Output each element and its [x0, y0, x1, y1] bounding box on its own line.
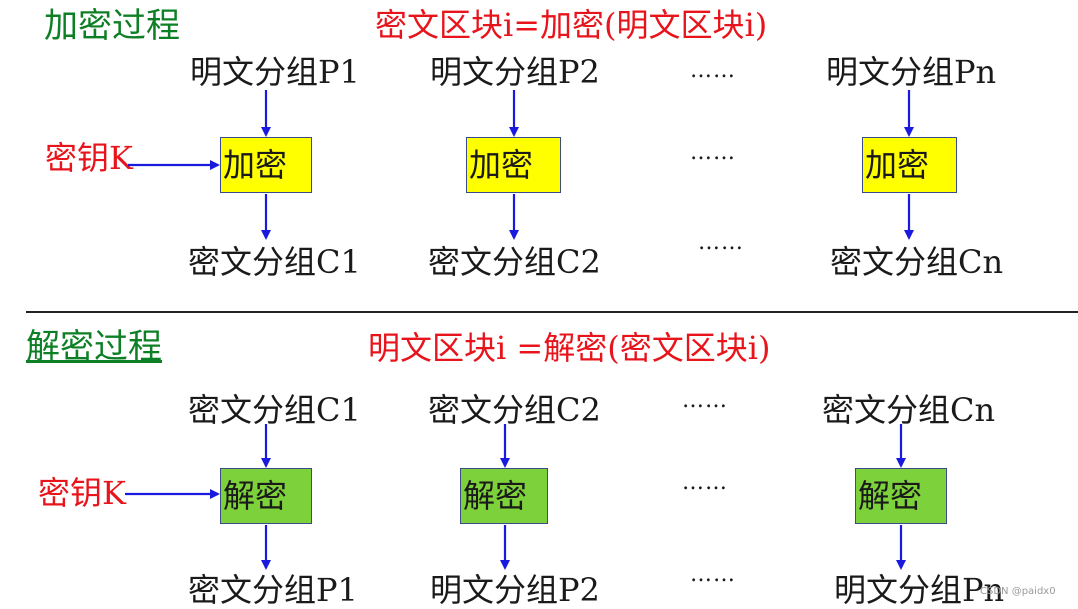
encrypt-box-2: 加密	[466, 137, 561, 193]
encrypt-box-n: 加密	[862, 137, 957, 193]
encryption-output-1: 密文分组C1	[188, 243, 361, 281]
decryption-output-n: 明文分组Pn	[834, 571, 1005, 609]
decryption-input-1: 密文分组C1	[188, 391, 361, 429]
encryption-ellipsis-outputs: ……	[698, 230, 744, 255]
encryption-input-n: 明文分组Pn	[826, 53, 997, 91]
decryption-key-label: 密钥K	[38, 474, 126, 512]
decrypt-box-n: 解密	[855, 468, 947, 524]
encryption-title: 加密过程	[44, 6, 180, 46]
decryption-ellipsis-outputs: ……	[690, 562, 736, 587]
decrypt-box-1-label: 解密	[223, 477, 288, 515]
decryption-output-2: 明文分组P2	[430, 571, 600, 609]
decryption-title: 解密过程	[26, 327, 162, 367]
decryption-formula: 明文区块i =解密(密文区块i)	[368, 329, 771, 367]
encrypt-box-2-label: 加密	[469, 146, 534, 184]
decrypt-box-2: 解密	[460, 468, 548, 524]
encryption-input-2: 明文分组P2	[430, 53, 600, 91]
decryption-ellipsis-boxes: ……	[682, 470, 728, 495]
section-divider	[26, 311, 1078, 313]
encrypt-box-1-label: 加密	[223, 146, 288, 184]
encrypt-box-1: 加密	[220, 137, 312, 193]
decrypt-box-1: 解密	[220, 468, 312, 524]
decrypt-box-n-label: 解密	[858, 477, 923, 515]
watermark: CSDN @paidx0	[980, 586, 1056, 597]
encryption-input-1: 明文分组P1	[190, 53, 360, 91]
decrypt-box-2-label: 解密	[463, 477, 528, 515]
encryption-output-2: 密文分组C2	[428, 243, 601, 281]
encryption-formula: 密文区块i=加密(明文区块i)	[375, 6, 768, 44]
encryption-output-n: 密文分组Cn	[830, 243, 1004, 281]
encryption-key-label: 密钥K	[45, 139, 133, 177]
encrypt-box-n-label: 加密	[865, 146, 930, 184]
decryption-input-2: 密文分组C2	[428, 391, 601, 429]
decryption-output-1: 密文分组P1	[188, 571, 358, 609]
encryption-ellipsis-boxes: ……	[690, 140, 736, 165]
decryption-input-n: 密文分组Cn	[822, 391, 996, 429]
decryption-ellipsis-inputs: ……	[682, 388, 728, 413]
encryption-ellipsis-inputs: ……	[690, 58, 736, 83]
